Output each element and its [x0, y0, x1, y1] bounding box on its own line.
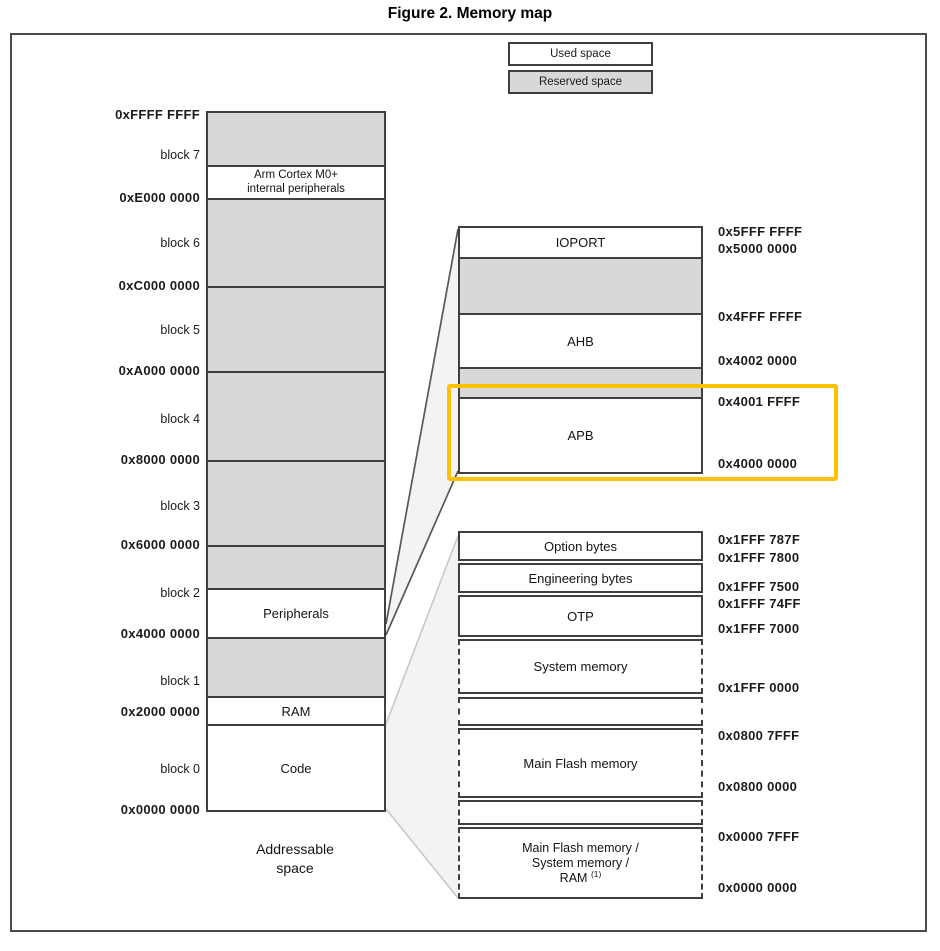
row-reserved: [460, 257, 701, 313]
apb-highlight-box: [447, 384, 838, 481]
addressable-space-caption: Addressable space: [256, 841, 334, 876]
memory-region-cortex-peripherals: Arm Cortex M0+ internal peripherals: [208, 165, 384, 198]
address-label: 0x0000 7FFF: [718, 829, 800, 844]
legend-used-space: Used space: [508, 42, 653, 66]
address-label: 0x1FFF 787F: [718, 532, 801, 547]
otp-label: OTP: [567, 608, 594, 624]
memory-region-block1-reserved: [208, 637, 384, 696]
address-label: 0x1FFF 7500: [718, 579, 800, 594]
row-reserved: [460, 367, 701, 397]
system-memory-label: System memory: [533, 659, 628, 674]
row-otp: OTP: [458, 595, 703, 637]
address-label: 0xFFFF FFFF: [115, 107, 200, 122]
address-label: 0x4001 FFFF: [718, 394, 801, 409]
block-label: block 2: [160, 586, 200, 600]
main-flash-label: Main Flash memory: [523, 755, 638, 771]
block-label: block 4: [160, 412, 200, 426]
address-label: 0x6000 0000: [120, 537, 200, 552]
row-engineering-bytes: Engineering bytes: [458, 563, 703, 593]
address-label: 0xE000 0000: [119, 190, 200, 205]
block-label: block 0: [160, 762, 200, 776]
row-apb: APB: [460, 397, 701, 472]
cortex-label-line2: internal peripherals: [247, 182, 345, 195]
combined-row-line3: RAM (1): [559, 868, 602, 885]
address-label: 0x1FFF 0000: [718, 680, 800, 695]
row-main-flash: Main Flash memory: [458, 728, 703, 798]
apb-label: APB: [567, 428, 594, 443]
memory-region-peripherals: Peripherals: [208, 588, 384, 637]
memory-region-block5-reserved: [208, 286, 384, 371]
address-label: 0x1FFF 7800: [718, 550, 800, 565]
memory-region-code: Code: [208, 724, 384, 810]
legend-reserved-label: Reserved space: [538, 76, 623, 88]
row-flash-system-ram: Main Flash memory / System memory / RAM …: [458, 827, 703, 899]
address-label: 0xC000 0000: [118, 278, 200, 293]
legend-used-label: Used space: [550, 48, 611, 60]
memory-region-block2-reserved: [208, 545, 384, 588]
peripherals-detail-box: IOPORT AHB APB: [458, 226, 703, 474]
combined-row-line1: Main Flash memory /: [522, 840, 639, 855]
address-label: 0x1FFF 7000: [718, 621, 800, 636]
peripherals-label: Peripherals: [263, 606, 329, 621]
zoom-connector-code: [386, 536, 458, 898]
block-label: block 6: [160, 236, 200, 250]
block-label: block 7: [160, 148, 200, 162]
row-system-memory: System memory: [458, 639, 703, 694]
footnote-marker: (1): [590, 868, 602, 879]
row-option-bytes: Option bytes: [458, 531, 703, 561]
address-label: 0x2000 0000: [120, 704, 200, 719]
row-ahb: AHB: [460, 313, 701, 367]
ioport-label: IOPORT: [555, 235, 606, 250]
legend-reserved-space: Reserved space: [508, 70, 653, 94]
address-label: 0x4002 0000: [718, 353, 798, 368]
figure-title: Figure 2. Memory map: [387, 5, 553, 22]
memory-region-ram: RAM: [208, 696, 384, 724]
address-label: 0x0000 0000: [718, 880, 798, 895]
address-label: 0x0000 0000: [120, 802, 200, 817]
address-label: 0x0800 0000: [718, 779, 798, 794]
row-reserved: [458, 697, 703, 726]
memory-region-block4-reserved: [208, 371, 384, 460]
memory-region-block6-reserved: [208, 198, 384, 286]
address-label: 0x8000 0000: [120, 452, 200, 467]
address-label: 0x5FFF FFFF: [718, 224, 803, 239]
row-reserved: [458, 800, 703, 825]
address-label: 0x4FFF FFFF: [718, 309, 803, 324]
block-label: block 3: [160, 499, 200, 513]
address-label: 0x4000 0000: [718, 456, 798, 471]
option-bytes-label: Option bytes: [544, 538, 617, 554]
code-label: Code: [280, 760, 312, 776]
engineering-bytes-label: Engineering bytes: [528, 570, 633, 586]
block-label: block 5: [160, 323, 200, 337]
address-label: 0x5000 0000: [718, 241, 798, 256]
ram-label: RAM: [281, 703, 311, 719]
address-label: 0x1FFF 74FF: [718, 596, 801, 611]
block-label: block 1: [160, 674, 200, 688]
memory-region-block3-reserved: [208, 460, 384, 545]
ahb-label: AHB: [567, 333, 594, 349]
cortex-label-line1: Arm Cortex M0+: [253, 169, 339, 181]
address-label: 0x4000 0000: [120, 626, 200, 641]
address-label: 0xA000 0000: [118, 363, 200, 378]
address-label: 0x0800 7FFF: [718, 728, 800, 743]
memory-region-block7-reserved: [208, 113, 384, 165]
row-ioport: IOPORT: [460, 228, 701, 257]
combined-row-line2: System memory /: [531, 855, 630, 870]
addressable-space-column: Arm Cortex M0+ internal peripherals Peri…: [206, 111, 386, 812]
